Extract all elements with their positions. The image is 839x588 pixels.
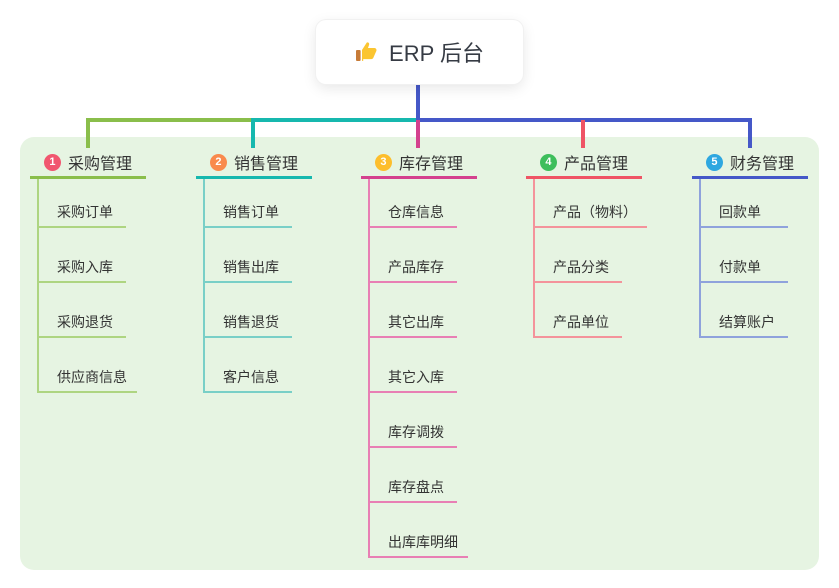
branch-title-finance[interactable]: 5 财务管理 bbox=[692, 148, 808, 179]
branch-title-inventory[interactable]: 3 库存管理 bbox=[361, 148, 477, 179]
node-product-category[interactable]: 产品分类 bbox=[533, 255, 622, 283]
drop-line-purchase bbox=[86, 120, 90, 148]
node-warehouse-info[interactable]: 仓库信息 bbox=[368, 200, 457, 228]
branch-label: 库存管理 bbox=[398, 156, 463, 173]
root-connector-line bbox=[416, 84, 420, 120]
node-customer-info[interactable]: 客户信息 bbox=[203, 365, 292, 393]
node-settlement-account[interactable]: 结算账户 bbox=[699, 310, 788, 338]
drop-line-sales bbox=[251, 120, 255, 148]
drop-line-inventory bbox=[416, 120, 420, 148]
branches-panel bbox=[20, 137, 819, 570]
branch-title-purchase[interactable]: 1 采购管理 bbox=[30, 148, 146, 179]
node-stock-count[interactable]: 库存盘点 bbox=[368, 475, 457, 503]
node-sales-outbound[interactable]: 销售出库 bbox=[203, 255, 292, 283]
node-purchase-inbound[interactable]: 采购入库 bbox=[37, 255, 126, 283]
badge-4: 4 bbox=[539, 153, 557, 171]
branch-title-sales[interactable]: 2 销售管理 bbox=[196, 148, 312, 179]
branch-label: 财务管理 bbox=[729, 156, 794, 173]
node-sales-return[interactable]: 销售退货 bbox=[203, 310, 292, 338]
node-other-inbound[interactable]: 其它入库 bbox=[368, 365, 457, 393]
node-product-unit[interactable]: 产品单位 bbox=[533, 310, 622, 338]
branch-label: 产品管理 bbox=[563, 156, 628, 173]
branch-rail-finance bbox=[699, 179, 701, 338]
thumbs-up-icon bbox=[355, 40, 379, 64]
badge-2: 2 bbox=[209, 153, 227, 171]
branch-label: 销售管理 bbox=[233, 156, 298, 173]
bus-line-teal bbox=[251, 118, 420, 122]
node-supplier-info[interactable]: 供应商信息 bbox=[37, 365, 137, 393]
drop-line-product bbox=[581, 120, 585, 148]
node-purchase-order[interactable]: 采购订单 bbox=[37, 200, 126, 228]
branch-rail-purchase bbox=[37, 179, 39, 393]
node-stock-transfer[interactable]: 库存调拨 bbox=[368, 420, 457, 448]
branch-rail-sales bbox=[203, 179, 205, 393]
branch-rail-inventory bbox=[368, 179, 370, 558]
node-receipt-order[interactable]: 回款单 bbox=[699, 200, 788, 228]
node-product-stock[interactable]: 产品库存 bbox=[368, 255, 457, 283]
branch-label: 采购管理 bbox=[67, 156, 132, 173]
root-node[interactable]: ERP 后台 bbox=[316, 20, 523, 84]
node-other-outbound[interactable]: 其它出库 bbox=[368, 310, 457, 338]
drop-line-finance bbox=[748, 120, 752, 148]
badge-1: 1 bbox=[43, 153, 61, 171]
node-sales-order[interactable]: 销售订单 bbox=[203, 200, 292, 228]
bus-line-green bbox=[86, 118, 254, 122]
node-product-material[interactable]: 产品（物料） bbox=[533, 200, 647, 228]
root-title: ERP 后台 bbox=[389, 41, 484, 66]
node-outbound-detail[interactable]: 出库库明细 bbox=[368, 530, 468, 558]
branch-rail-product bbox=[533, 179, 535, 338]
badge-3: 3 bbox=[374, 153, 392, 171]
node-purchase-return[interactable]: 采购退货 bbox=[37, 310, 126, 338]
badge-5: 5 bbox=[705, 153, 723, 171]
branch-title-product[interactable]: 4 产品管理 bbox=[526, 148, 642, 179]
node-payment-order[interactable]: 付款单 bbox=[699, 255, 788, 283]
